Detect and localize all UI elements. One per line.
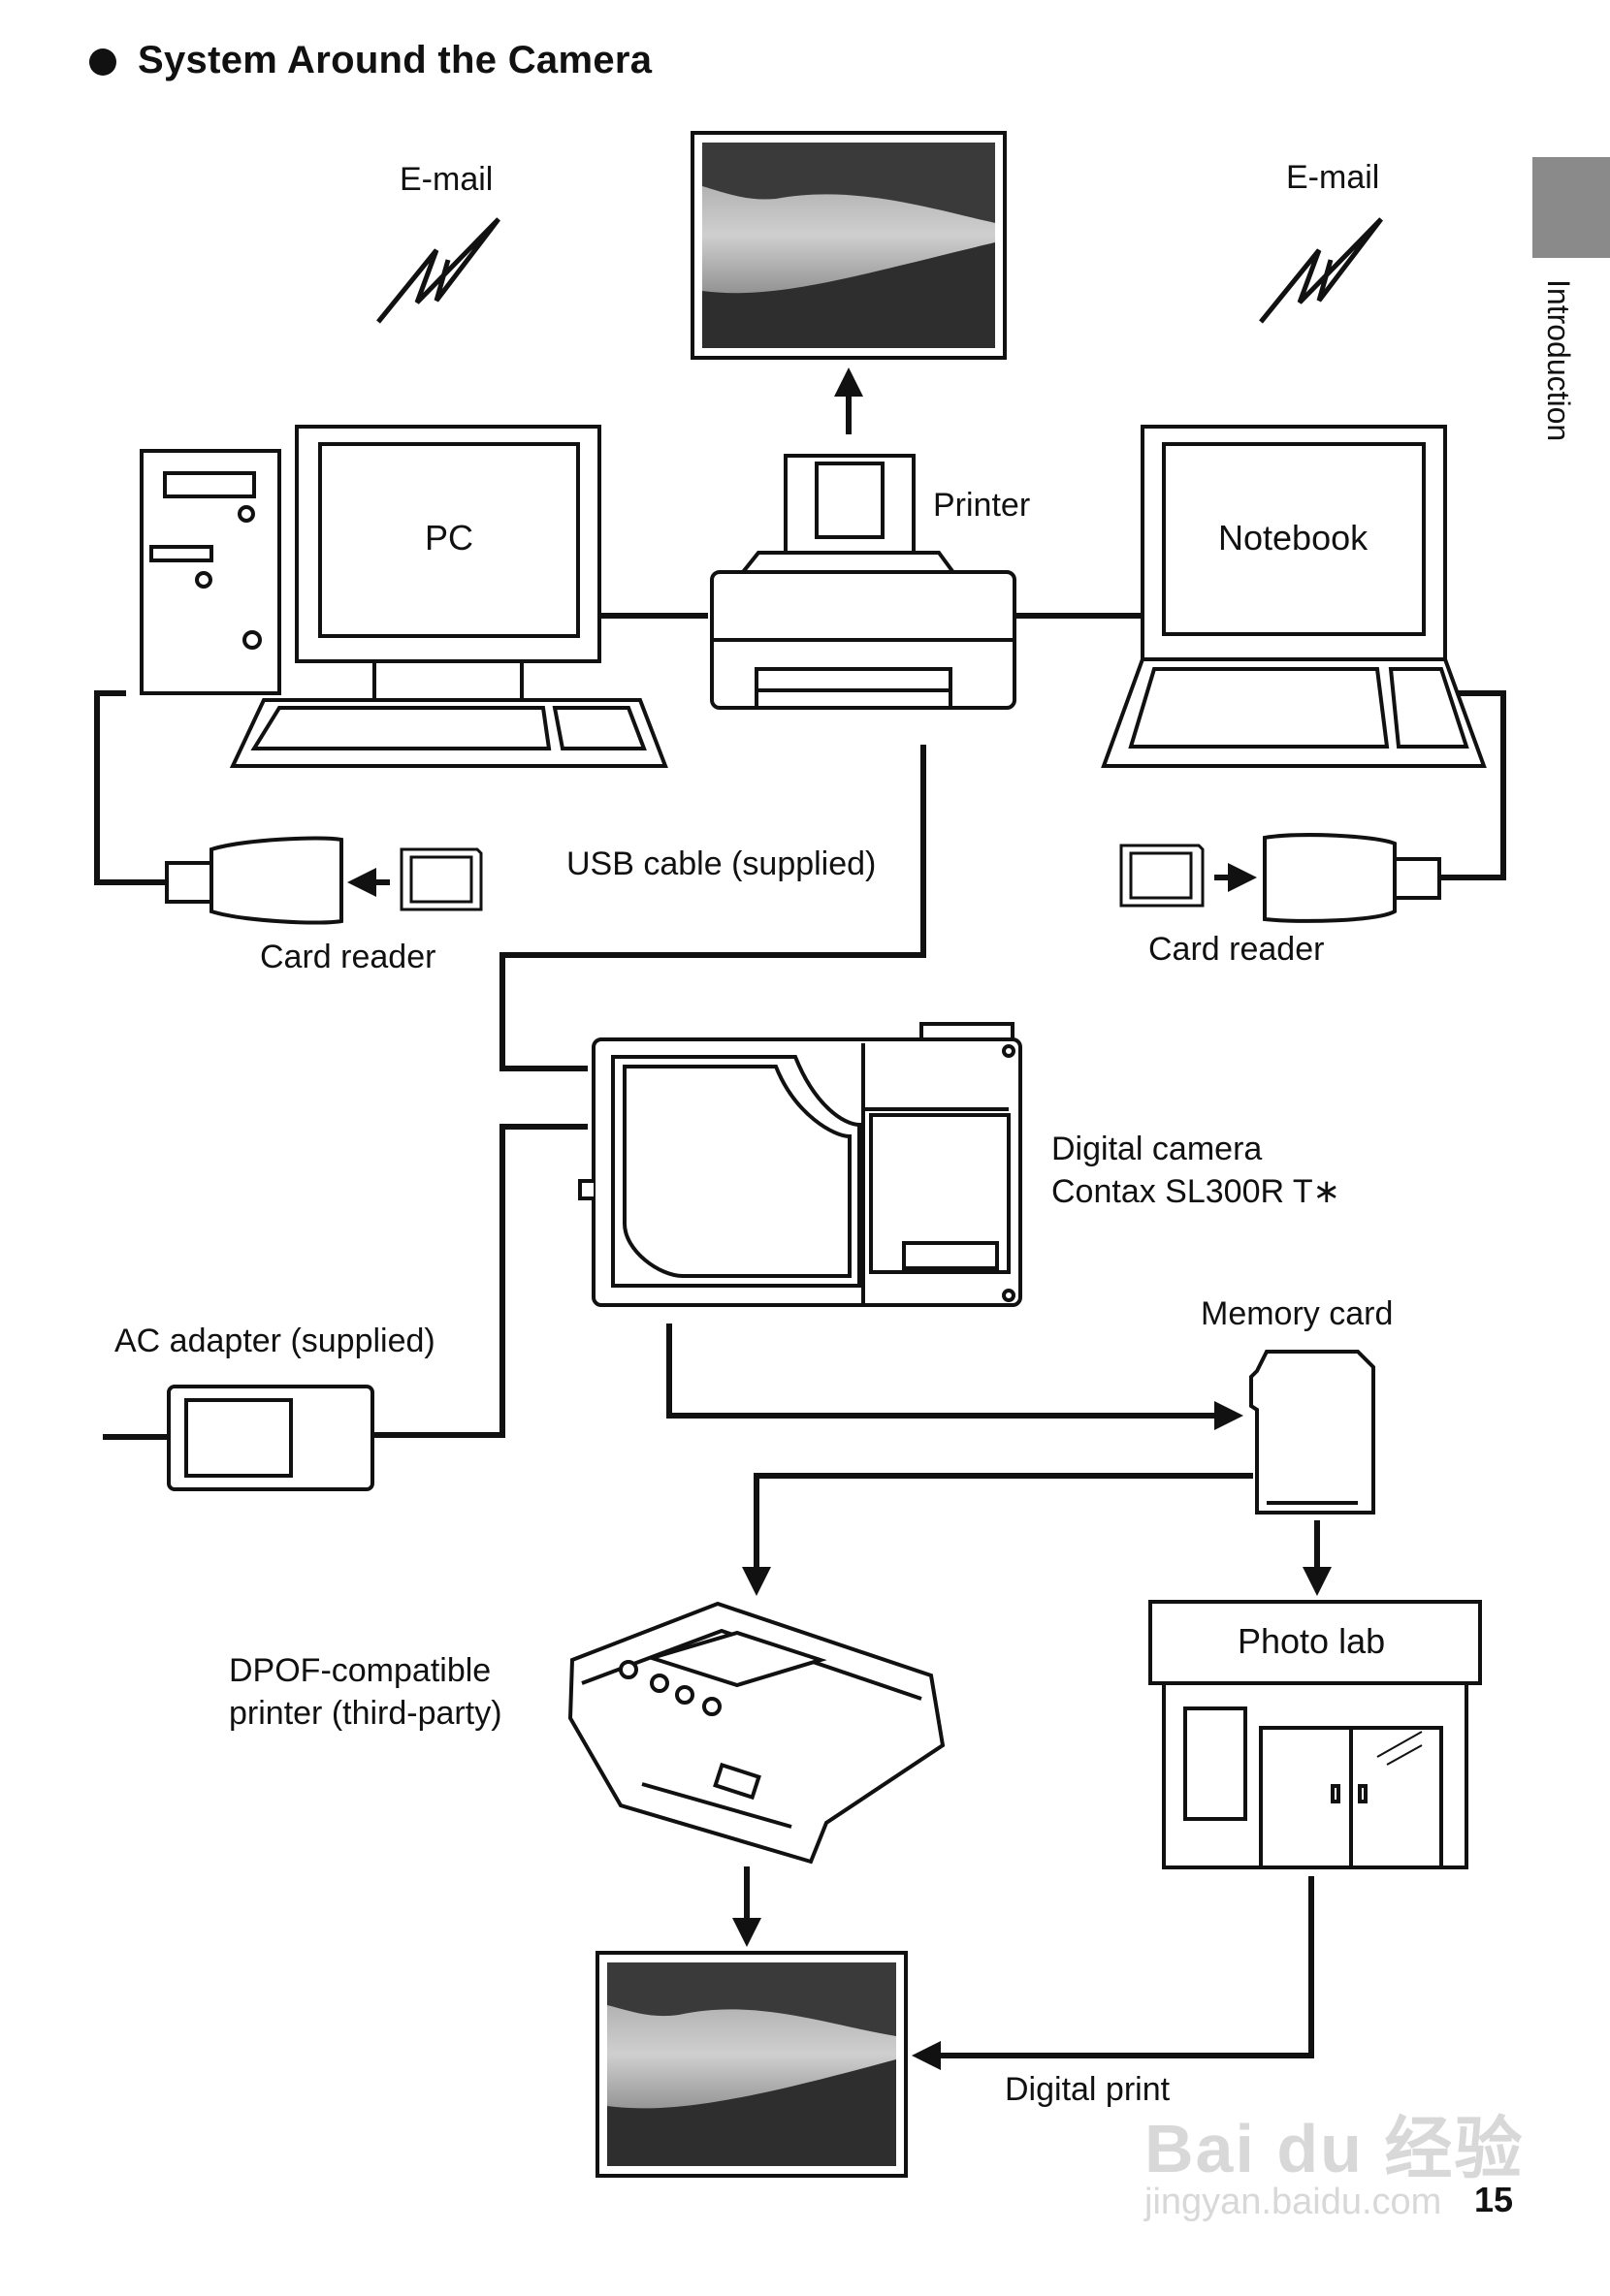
ac-adapter-cable — [372, 1124, 588, 1438]
section-tab-marker — [1532, 157, 1610, 258]
dpof-label-line1: DPOF-compatible — [229, 1652, 492, 1689]
photo-lab-icon — [1148, 1600, 1482, 1869]
printer-label: Printer — [933, 487, 1031, 524]
card-reader-label-left: Card reader — [260, 939, 436, 975]
camera-to-card-arrow — [666, 1323, 1243, 1430]
usb-cable-label: USB cable (supplied) — [566, 845, 877, 882]
dpof-label-line2: printer (third-party) — [229, 1695, 502, 1732]
camera-label-line1: Digital camera — [1051, 1131, 1263, 1167]
photolab-to-print-arrow — [912, 1876, 1314, 2070]
photo-print-bottom — [596, 1951, 908, 2178]
card-reader-left-icon — [165, 836, 343, 925]
digital-camera-icon — [578, 1022, 1022, 1307]
memory-card-left-icon — [400, 847, 483, 911]
pc-keyboard-icon — [229, 698, 668, 768]
watermark-url: jingyan.baidu.com — [1144, 2182, 1442, 2222]
title-bullet — [89, 48, 116, 76]
email-icon-right — [1259, 217, 1383, 324]
memory-card-label: Memory card — [1201, 1295, 1394, 1332]
photo-lab-label: Photo lab — [1238, 1621, 1386, 1661]
photo-print-top — [691, 131, 1007, 360]
notebook-icon — [1101, 425, 1487, 768]
memory-card-icon — [1249, 1350, 1375, 1515]
card-reader-label-right: Card reader — [1148, 931, 1325, 968]
ac-adapter-label: AC adapter (supplied) — [114, 1323, 435, 1359]
printer-icon — [710, 454, 1016, 710]
pc-monitor-icon — [295, 425, 601, 702]
section-tab-label: Introduction — [1541, 279, 1576, 442]
card-reader-right-icon — [1263, 833, 1441, 923]
notebook-label: Notebook — [1218, 518, 1368, 558]
memory-card-right-icon — [1119, 844, 1205, 908]
notebook-cardreader-cable — [1431, 690, 1506, 880]
ac-adapter-icon — [167, 1385, 374, 1491]
dpof-printer-icon — [567, 1601, 946, 1865]
email-label-right: E-mail — [1286, 159, 1380, 196]
usb-cable — [499, 745, 926, 1071]
watermark-logo: Bai du 经验 — [1144, 2111, 1525, 2186]
email-icon-left — [376, 217, 500, 324]
pc-label: PC — [425, 518, 474, 558]
pc-tower-icon — [140, 449, 281, 695]
card-to-dpof-arrow — [742, 1473, 1253, 1596]
page-number: 15 — [1474, 2180, 1514, 2219]
page-title: System Around the Camera — [138, 39, 653, 81]
pc-cardreader-cable — [94, 690, 167, 885]
email-label-left: E-mail — [400, 161, 494, 198]
digital-print-label: Digital print — [1005, 2071, 1171, 2108]
camera-label-line2: Contax SL300R T∗ — [1051, 1173, 1341, 1210]
